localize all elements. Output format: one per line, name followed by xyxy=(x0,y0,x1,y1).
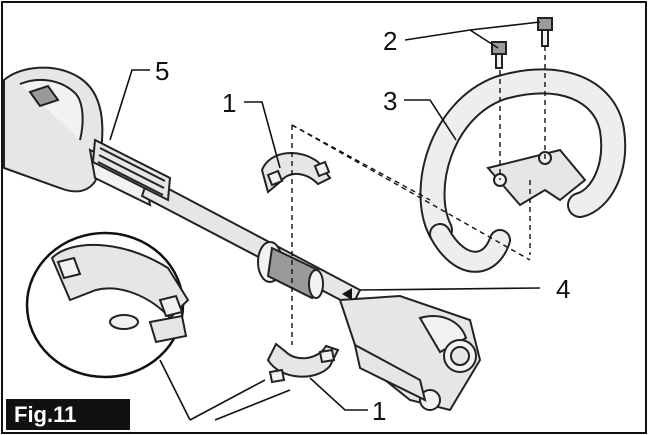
callout-1-upper: 1 xyxy=(222,88,236,118)
loop-handle xyxy=(419,68,627,273)
detail-magnifier xyxy=(25,231,190,379)
leader-lines xyxy=(109,21,541,421)
callout-4: 4 xyxy=(556,274,570,304)
upper-clamp xyxy=(260,151,332,194)
lower-clamp xyxy=(266,342,340,384)
callout-5: 5 xyxy=(155,56,169,86)
engine-housing xyxy=(3,66,104,193)
callout-3: 3 xyxy=(383,86,397,116)
grip-sleeve xyxy=(91,138,172,202)
gear-head xyxy=(338,294,482,412)
callout-1-lower: 1 xyxy=(372,396,386,426)
figure-label: Fig.11 xyxy=(6,399,130,430)
callout-2: 2 xyxy=(383,26,397,56)
bolts xyxy=(491,17,553,69)
callout-labels: 5 1 2 3 4 1 xyxy=(155,26,570,426)
shaft-sleeve xyxy=(257,241,324,300)
assembly-lines xyxy=(291,46,546,345)
